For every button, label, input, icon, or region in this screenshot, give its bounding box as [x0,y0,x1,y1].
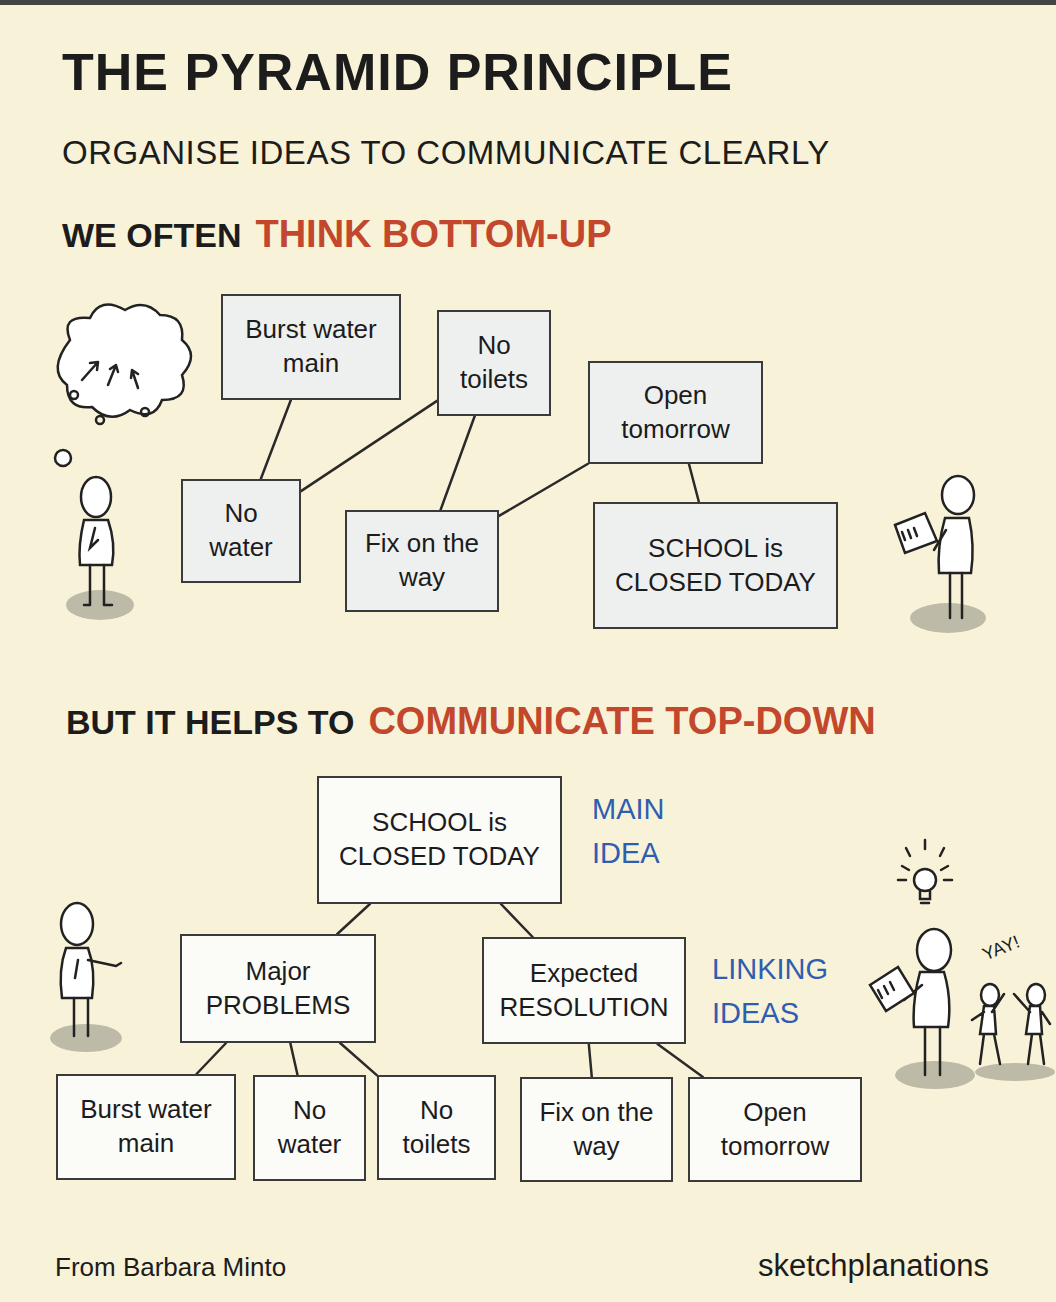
connector [499,464,588,516]
credit-wrap: From Barbara Minto [55,1252,286,1283]
box-text: Major PROBLEMS [192,955,364,1023]
credit: From Barbara Minto [55,1252,286,1283]
connector [441,416,475,510]
connector [589,1044,592,1077]
annotation-wrap: LINKING IDEAS [712,948,842,1035]
heading-row: WE OFTEN THINK BOTTOM-UP [62,213,611,256]
box-text: SCHOOL is CLOSED TODAY [605,532,826,600]
connector [689,464,699,502]
idea-box: SCHOOL is CLOSED TODAY [593,502,838,629]
box-text: Fix on the way [532,1096,661,1164]
idea-box: Burst water main [56,1074,236,1180]
heading: WE OFTEN [62,216,241,255]
box-text: No toilets [389,1094,484,1162]
connector [340,1043,377,1075]
idea-box: No toilets [437,310,551,416]
box-text: Open tomorrow [700,1096,850,1164]
box-text: Fix on the way [357,527,487,595]
exclamation-wrap: YAY! [979,932,1022,966]
box-text: SCHOOL is CLOSED TODAY [329,806,550,874]
watermark-wrap: sketchplanations [758,1248,989,1284]
annotation: MAIN IDEA [592,788,692,875]
connector [337,904,370,934]
exclamation: YAY! [979,932,1022,966]
connector [261,400,291,479]
idea-box: Open tomorrow [588,361,763,464]
connector [301,401,437,491]
idea-box: Open tomorrow [688,1077,862,1182]
box-text: Open tomorrow [600,379,751,447]
heading: BUT IT HELPS TO [66,703,354,742]
title: THE PYRAMID PRINCIPLE [62,42,733,102]
heading-accent: THINK BOTTOM-UP [255,213,611,256]
subtitle-row: ORGANISE IDEAS TO COMMUNICATE CLEARLY [62,134,830,172]
idea-box: No water [253,1075,366,1181]
heading-accent: COMMUNICATE TOP-DOWN [368,700,875,743]
idea-box: SCHOOL is CLOSED TODAY [317,776,562,904]
connector [197,1043,227,1074]
heading-row: BUT IT HELPS TO COMMUNICATE TOP-DOWN [66,700,876,743]
connector [658,1044,703,1077]
subtitle: ORGANISE IDEAS TO COMMUNICATE CLEARLY [62,134,830,171]
box-text: No toilets [449,329,539,397]
idea-box: Fix on the way [520,1077,673,1182]
box-text: Burst water main [233,313,389,381]
idea-box: Burst water main [221,294,401,400]
annotation-wrap: MAIN IDEA [592,788,692,875]
idea-box: No toilets [377,1075,496,1180]
idea-box: Major PROBLEMS [180,934,376,1043]
watermark: sketchplanations [758,1248,989,1284]
annotation: LINKING IDEAS [712,948,842,1035]
box-text: Burst water main [68,1093,224,1161]
connector [501,904,533,937]
idea-box: Fix on the way [345,510,499,612]
box-text: No water [265,1094,354,1162]
connector [290,1043,297,1075]
box-text: No water [193,497,289,565]
box-text: Expected RESOLUTION [494,957,674,1025]
idea-box: No water [181,479,301,583]
idea-box: Expected RESOLUTION [482,937,686,1044]
